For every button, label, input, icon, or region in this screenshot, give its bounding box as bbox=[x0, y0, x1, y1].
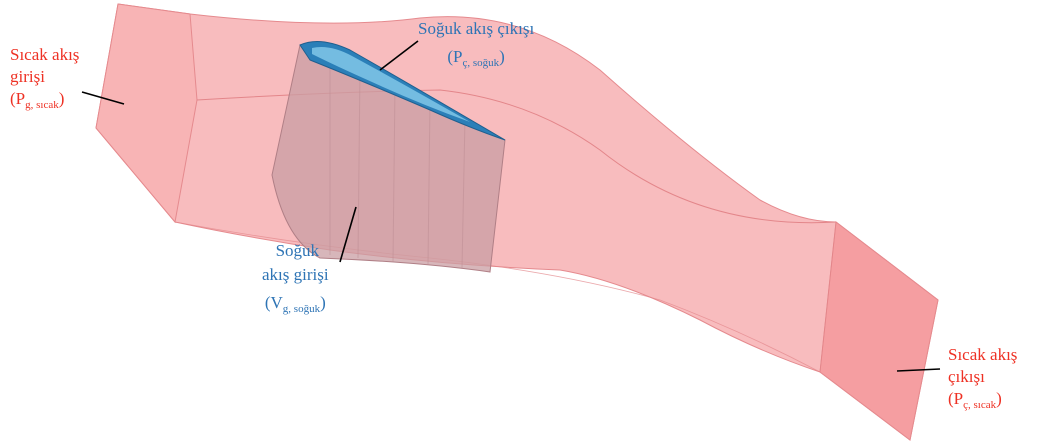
hot-inlet-line2: girişi bbox=[10, 66, 79, 88]
cold-inlet-line2: akış girişi bbox=[262, 264, 329, 286]
hot-outlet-symbol-line: (Pç, sıcak) bbox=[948, 388, 1017, 412]
cold-outlet-label: Soğuk akış çıkışı (Pç, soğuk) bbox=[418, 18, 534, 70]
cold-inlet-line1: Soğuk bbox=[262, 240, 329, 262]
hot-outlet-subscript: ç, sıcak bbox=[963, 399, 996, 411]
hot-inlet-subscript: g, sıcak bbox=[25, 99, 59, 111]
hot-inlet-symbol-line: (Pg, sıcak) bbox=[10, 88, 79, 112]
hot-outlet-line2: çıkışı bbox=[948, 366, 1017, 388]
cold-outlet-subscript: ç, soğuk bbox=[462, 57, 499, 69]
hot-outlet-label: Sıcak akış çıkışı (Pç, sıcak) bbox=[948, 344, 1017, 412]
hot-inlet-symbol: P bbox=[16, 89, 25, 108]
duct-outlet-face bbox=[820, 222, 938, 440]
hot-outlet-symbol: P bbox=[954, 389, 963, 408]
hot-inlet-line1: Sıcak akış bbox=[10, 44, 79, 66]
hot-outlet-line1: Sıcak akış bbox=[948, 344, 1017, 366]
cold-inlet-label: Soğuk akış girişi (Vg, soğuk) bbox=[262, 240, 329, 316]
cold-inlet-symbol-line: (Vg, soğuk) bbox=[262, 292, 329, 316]
cold-outlet-symbol-line: (Pç, soğuk) bbox=[418, 46, 534, 70]
hot-inlet-label: Sıcak akış girişi (Pg, sıcak) bbox=[10, 44, 79, 112]
cold-inlet-subscript: g, soğuk bbox=[283, 303, 320, 315]
cold-outlet-line1: Soğuk akış çıkışı bbox=[418, 18, 534, 40]
cold-inlet-symbol: V bbox=[271, 293, 283, 312]
